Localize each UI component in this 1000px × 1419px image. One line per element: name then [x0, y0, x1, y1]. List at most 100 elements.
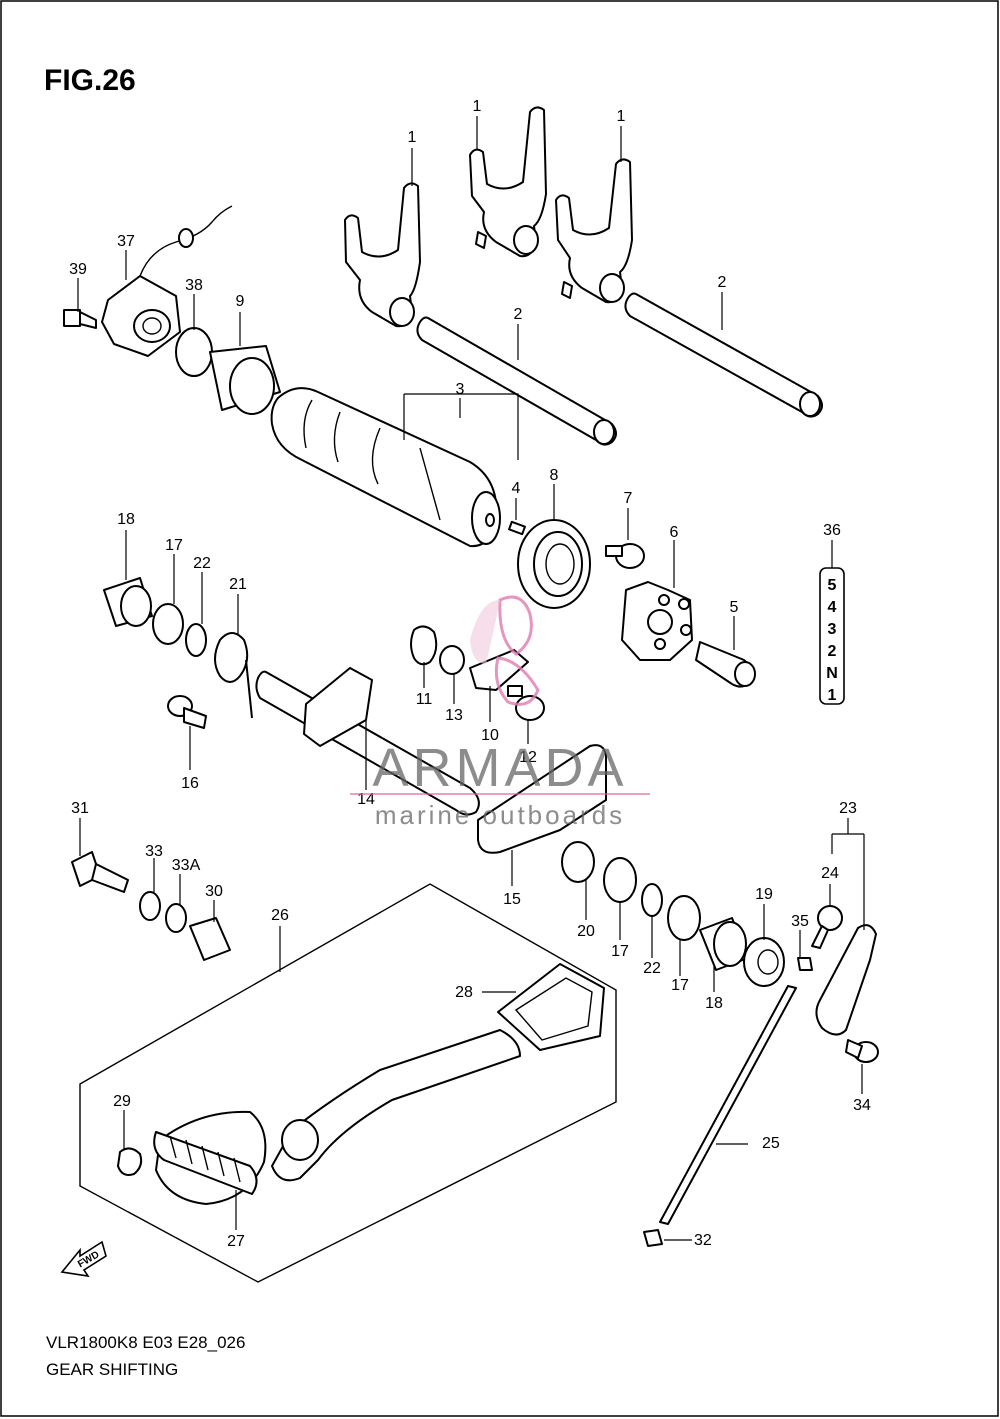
- switch-bolt: [63, 309, 97, 329]
- washer-lower-2: [667, 895, 701, 941]
- shift-plate: [477, 744, 607, 854]
- gear-indicator-callout: 36: [823, 522, 841, 539]
- watermark-brand: ARMADA: [372, 738, 627, 798]
- needle-bearing-lower: [699, 917, 749, 971]
- figure-title: FIG.26: [44, 64, 136, 97]
- armada-watermark: ARMADA marine outboards: [350, 595, 650, 830]
- callout: 13: [445, 707, 463, 724]
- callout: 1: [617, 108, 626, 125]
- callout: 4: [512, 480, 521, 497]
- gearshift-shaft: [255, 667, 480, 816]
- shift-fork-left: [344, 182, 421, 328]
- shift-fork-middle: [469, 106, 547, 258]
- callout: 11: [416, 691, 433, 708]
- callout: 28: [455, 984, 473, 1001]
- needle-bearing: [209, 345, 281, 415]
- gear-position-switch: [101, 205, 233, 357]
- callout: 34: [853, 1097, 871, 1114]
- washer-33: [139, 891, 161, 921]
- callout: 15: [503, 891, 521, 908]
- pedal-collar: [189, 917, 231, 961]
- callout: 22: [643, 960, 661, 977]
- callout: 5: [730, 599, 739, 616]
- callout: 38: [185, 277, 203, 294]
- model-code: VLR1800K8 E03 E28_026: [46, 1333, 245, 1352]
- callout: 39: [69, 261, 87, 278]
- washer-33a: [165, 903, 187, 933]
- callout: 7: [624, 490, 633, 507]
- gear-position-2: 2: [828, 643, 837, 660]
- gear-position-1: 1: [828, 687, 837, 704]
- callout: 29: [113, 1093, 131, 1110]
- tie-rod-end: [811, 905, 843, 949]
- callout: 25: [762, 1135, 780, 1152]
- arm-spring: [410, 625, 438, 666]
- gear-position-3: 3: [828, 621, 837, 638]
- gear-position-indicator: 5 4 3 2 N 1: [819, 567, 845, 705]
- pedal-rubber: [153, 1131, 258, 1195]
- spring-stud: [167, 695, 207, 729]
- circlip-lower: [641, 883, 663, 917]
- callout: 20: [577, 923, 595, 940]
- callout: 22: [193, 555, 211, 572]
- callout: 3: [456, 381, 465, 398]
- callout: 14: [357, 791, 375, 808]
- callout: 23: [839, 800, 857, 817]
- shift-rod: [659, 985, 797, 1225]
- arm-bolt: [507, 685, 545, 721]
- watermark-tagline: marine outboards: [375, 800, 625, 830]
- lever-bolt: [845, 1039, 879, 1063]
- shift-arm: [469, 649, 529, 691]
- callout: 12: [519, 749, 537, 766]
- callout: 35: [791, 913, 809, 930]
- callout: 1: [473, 98, 482, 115]
- cam-pin: [508, 520, 526, 536]
- callout: 16: [181, 775, 199, 792]
- callout: 18: [705, 995, 723, 1012]
- callout: 19: [755, 886, 773, 903]
- lock-nut-upper: [797, 957, 813, 971]
- oil-seal-ring: [561, 841, 595, 883]
- callout: 30: [205, 883, 223, 900]
- o-ring: [175, 327, 213, 377]
- callout: 1: [408, 129, 417, 146]
- shift-fork-right: [555, 158, 633, 304]
- gear-position-4: 4: [828, 599, 837, 616]
- gear-shift-cam: [270, 387, 501, 548]
- washer-lower-1: [603, 857, 637, 903]
- callout: 21: [229, 576, 247, 593]
- callout: 33: [145, 843, 163, 860]
- shift-return-spring: [214, 632, 253, 719]
- cam-driven-gear: [621, 581, 693, 661]
- arm-washer: [439, 645, 465, 675]
- callout: 10: [481, 727, 499, 744]
- fork-shaft-right: [624, 292, 823, 418]
- pedal-bolt: [71, 851, 129, 893]
- lock-nut-lower: [643, 1229, 663, 1247]
- callout: 8: [550, 467, 559, 484]
- callout-labels: 1 1 1 2 2 3 4 5 6 7 8 9 10 11 12 13 14 1…: [69, 98, 871, 1250]
- gear-position-n: N: [826, 665, 838, 682]
- callout: 31: [71, 800, 89, 817]
- callout: 9: [236, 293, 245, 310]
- diagram-caption: GEAR SHIFTING: [46, 1360, 178, 1379]
- circlip-upper: [185, 623, 207, 657]
- callout: 17: [165, 537, 183, 554]
- callout: 17: [671, 977, 689, 994]
- pedal-pad: [497, 963, 605, 1051]
- callout: 32: [694, 1232, 712, 1249]
- fork-shaft-center: [416, 316, 617, 446]
- oil-seal: [743, 937, 785, 987]
- shift-lever-arm: [815, 924, 877, 1036]
- pedal-clip: [117, 1147, 143, 1176]
- washer-upper: [152, 603, 184, 645]
- gear-position-5: 5: [828, 577, 837, 594]
- callout: 33A: [172, 857, 201, 874]
- callout: 24: [821, 865, 839, 882]
- cam-pin-long: [695, 641, 756, 688]
- callout: 6: [670, 524, 679, 541]
- callout: 17: [611, 943, 629, 960]
- forward-arrow-icon: FWD: [60, 1240, 107, 1278]
